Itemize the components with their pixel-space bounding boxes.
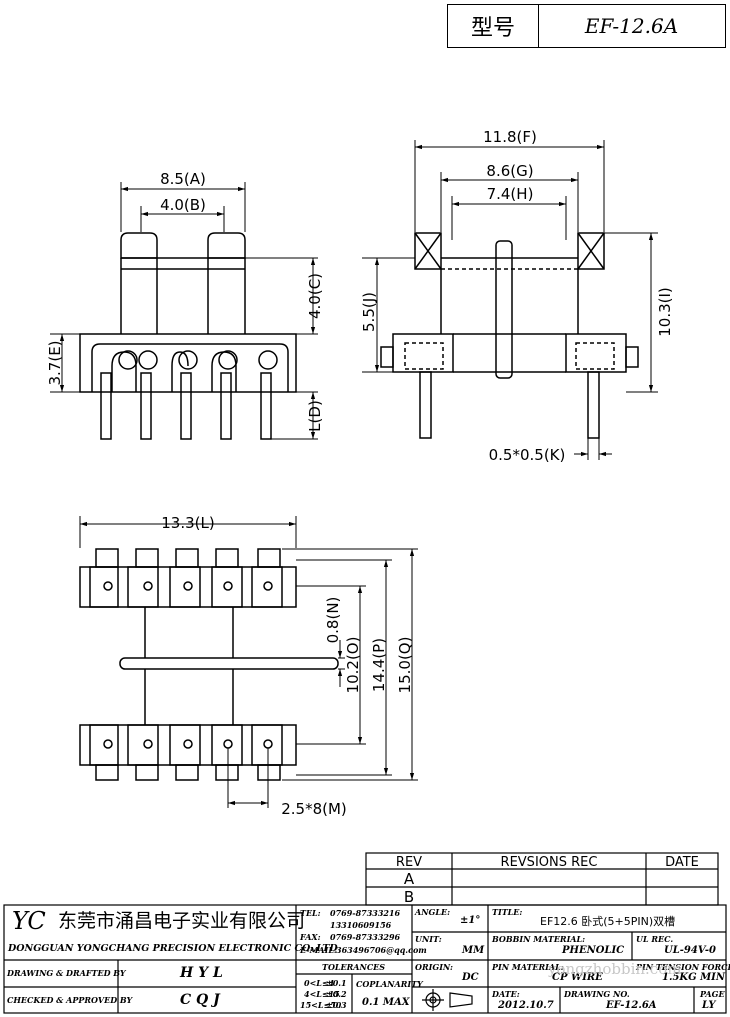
company-logo: YC <box>12 907 46 935</box>
tol-range-1: 0<L≤4 <box>304 978 335 988</box>
tel-number-2: 13310609156 <box>330 920 392 930</box>
dim-k-label: 0.5*0.5(K) <box>489 446 566 464</box>
tel-label: TEL: <box>300 908 321 918</box>
pin-tension-value: 1.5KG MIN <box>662 972 725 983</box>
fax-number: 0769-87333296 <box>330 932 401 942</box>
coplanarity-label: COPLANARITY <box>356 979 423 989</box>
bobbin-material-label: BOBBIN MATERIAL: <box>492 934 586 944</box>
dim-l-label: 13.3(L) <box>161 514 214 532</box>
bobbin-material-value: PHENOLIC <box>562 945 625 956</box>
dim-g-label: 8.6(G) <box>486 162 533 180</box>
dim-j-label: 5.5(J) <box>360 292 378 332</box>
angle-value: ±1° <box>460 915 481 926</box>
pin-material-value: CP WIRE <box>552 972 603 983</box>
dim-b-label: 4.0(B) <box>160 196 206 214</box>
ul-rec-label: UL REC. <box>636 934 674 944</box>
page-value: LY <box>702 1000 716 1011</box>
model-label: 型号 <box>448 5 539 47</box>
dim-f-label: 11.8(F) <box>483 128 537 146</box>
revisions-header: REVSIONS REC <box>501 855 598 870</box>
tolerances-label: TOLERANCES <box>322 962 386 972</box>
front-view <box>50 182 318 440</box>
rev-row-a: A <box>404 870 415 888</box>
origin-value: DC <box>462 972 479 983</box>
page-label: PAGE <box>700 989 725 999</box>
tol-value-3: ±0.3 <box>326 1000 347 1010</box>
side-view <box>362 140 658 460</box>
pin-material-label: PIN MATERIAL: <box>492 962 564 972</box>
title-label: TITLE: <box>492 907 523 917</box>
drawing-no-value: EF-12.6A <box>606 1000 657 1011</box>
unit-label: UNIT: <box>415 934 442 944</box>
rev-header: REV <box>396 855 422 870</box>
email-address: 363496706@qq.com <box>336 945 427 955</box>
coplanarity-value: 0.1 MAX <box>362 997 410 1008</box>
checked-by-value: C Q J <box>180 992 220 1008</box>
watermark: yongzhobbin.com <box>548 960 682 978</box>
date-value: 2012.10.7 <box>498 1000 554 1011</box>
pin-tension-label: PIN TENSION FORCE <box>636 962 730 972</box>
date-header: DATE <box>665 855 699 870</box>
tol-range-3: 15<L≤50 <box>300 1000 342 1010</box>
dim-n-label: 0.8(N) <box>324 597 342 644</box>
dim-e-label: 3.7(E) <box>46 340 64 385</box>
fax-label: FAX: <box>300 932 321 942</box>
model-value: EF-12.6A <box>584 14 679 38</box>
title-block-grid <box>3 904 727 1014</box>
angle-label: ANGLE: <box>415 907 451 917</box>
dim-d-label: L(D) <box>306 400 324 432</box>
date-label: DATE: <box>492 989 520 999</box>
email-label: E-MAIL: <box>300 945 337 955</box>
drawn-by-label: DRAWING & DRAFTED BY <box>7 968 126 978</box>
bottom-view <box>79 516 418 808</box>
dim-a-label: 8.5(A) <box>160 170 206 188</box>
tol-value-2: ±0.2 <box>326 989 347 999</box>
dim-i-label: 10.3(I) <box>656 287 674 337</box>
tol-value-1: ±0.1 <box>326 978 347 988</box>
unit-value: MM <box>462 945 485 956</box>
dim-p-label: 14.4(P) <box>370 638 388 692</box>
company-name-en: DONGGUAN YONGCHANG PRECISION ELECTRONIC … <box>8 943 338 954</box>
dim-c-label: 4.0(C) <box>306 273 324 319</box>
drawing-no-label: DRAWING NO. <box>564 989 630 999</box>
tol-range-2: 4<L≤15 <box>304 989 340 999</box>
title-value: EF12.6 卧式(5+5PIN)双槽 <box>540 915 676 928</box>
origin-label: ORIGIN: <box>415 962 453 972</box>
ul-rec-value: UL-94V-0 <box>664 945 716 956</box>
checked-by-label: CHECKED & APPROVED BY <box>7 995 133 1005</box>
dim-m-label: 2.5*8(M) <box>281 800 347 818</box>
dim-h-label: 7.4(H) <box>487 185 534 203</box>
tel-number-1: 0769-87333216 <box>330 908 401 918</box>
dim-q-label: 15.0(Q) <box>396 637 414 694</box>
dim-o-label: 10.2(O) <box>344 637 362 694</box>
rev-row-b: B <box>404 888 414 906</box>
model-header-box: 型号 EF-12.6A <box>447 4 726 48</box>
company-name-cn: 东莞市涌昌电子实业有限公司 <box>58 910 306 932</box>
drawn-by-value: H Y L <box>180 965 223 981</box>
